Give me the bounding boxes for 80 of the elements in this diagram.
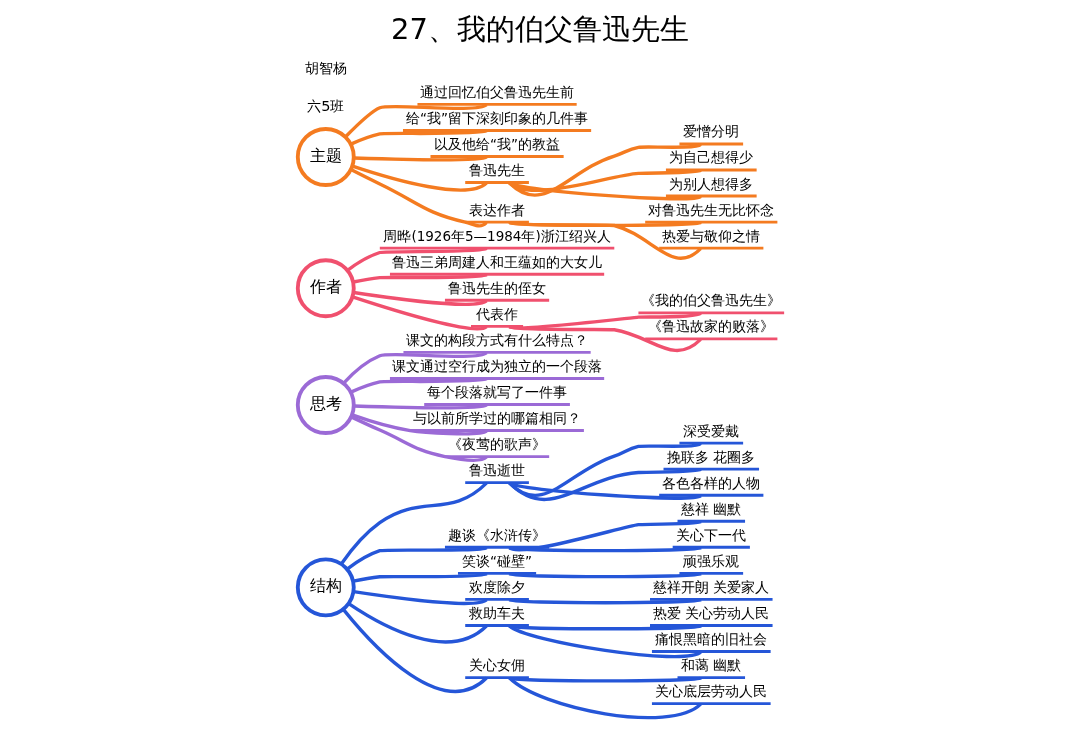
connector bbox=[352, 295, 488, 331]
node-text: 每个段落就写了一件事 bbox=[427, 383, 568, 400]
connector bbox=[508, 676, 702, 720]
connector bbox=[353, 403, 488, 410]
node-text: 和蔼 幽默 bbox=[681, 657, 742, 674]
node-text: 顽强乐观 bbox=[683, 552, 740, 569]
node-text: 《鲁迅故家的败落》 bbox=[648, 318, 775, 335]
node-circle: 作者 bbox=[295, 258, 356, 319]
node-text: 课文的构段方式有什么特点？ bbox=[406, 331, 589, 348]
node-text: 救助车夫 bbox=[469, 604, 526, 621]
connector bbox=[346, 546, 487, 571]
node-text: 鲁迅三弟周建人和王蕴如的大女儿 bbox=[392, 253, 603, 270]
diagram-title: 27、我的伯父鲁迅先生 bbox=[391, 12, 689, 47]
node-text: 对鲁迅先生无比怀念 bbox=[648, 201, 775, 218]
node-text: 热爱 关心劳动人民 bbox=[653, 604, 770, 621]
node-text: 代表作 bbox=[476, 305, 519, 322]
node-text: 各色各样的人物 bbox=[662, 474, 761, 491]
node-circle: 结构 bbox=[295, 557, 356, 618]
connector bbox=[347, 602, 488, 644]
node-text: 《我的伯父鲁迅先生》 bbox=[641, 292, 782, 309]
connector bbox=[353, 290, 488, 306]
node-text: 表达作者 bbox=[469, 201, 526, 218]
connector bbox=[350, 129, 487, 146]
node-text: 与以前所学过的哪篇相同？ bbox=[413, 410, 582, 427]
connector bbox=[508, 468, 702, 501]
node-text: 《夜莺的歌声》 bbox=[448, 436, 547, 453]
node-text: 爱憎分明 bbox=[683, 123, 740, 140]
node-text: 以及他给“我”的教益 bbox=[434, 135, 561, 152]
connector bbox=[351, 413, 488, 436]
connector bbox=[508, 168, 702, 192]
node-text: 笑谈“碰壁” bbox=[462, 552, 533, 569]
node-text: 痛恨黑暗的旧社会 bbox=[655, 631, 768, 647]
connector bbox=[509, 481, 702, 500]
label: 胡智杨 bbox=[304, 59, 347, 76]
node-text: 课文通过空行成为独立的一个段落 bbox=[392, 357, 603, 374]
node-text: 关心下一代 bbox=[676, 526, 747, 543]
node-text: 为别人想得多 bbox=[669, 175, 754, 192]
connector bbox=[344, 103, 488, 138]
connector bbox=[509, 221, 702, 260]
node-text: 鲁迅先生 bbox=[469, 162, 526, 179]
connector bbox=[509, 624, 701, 631]
connector bbox=[353, 273, 487, 284]
node-text: 关心底层劳动人民 bbox=[655, 683, 768, 700]
connector bbox=[509, 546, 701, 553]
connector bbox=[353, 572, 487, 583]
connector bbox=[342, 608, 488, 693]
connector bbox=[509, 181, 702, 201]
connector bbox=[509, 676, 701, 683]
node-text: 鲁迅先生的侄女 bbox=[448, 279, 547, 296]
node-text: 通过回忆伯父鲁迅先生前 bbox=[420, 83, 575, 100]
node-text: 热爱与敬仰之情 bbox=[662, 227, 761, 244]
connector bbox=[508, 624, 702, 659]
connector bbox=[342, 351, 488, 385]
node-text: 为自己想得少 bbox=[669, 149, 754, 166]
node-text: 挽联多 花圈多 bbox=[667, 448, 756, 465]
node-text: 慈祥开朗 关爱家人 bbox=[653, 578, 770, 595]
connector bbox=[508, 142, 702, 197]
connector bbox=[509, 598, 701, 605]
connector bbox=[350, 168, 488, 228]
node-circle: 主题 bbox=[295, 127, 356, 187]
connector bbox=[352, 164, 488, 192]
connector bbox=[350, 377, 487, 394]
connector bbox=[509, 325, 702, 352]
node-text: 周晔(1926年5—1984年)浙江绍兴人 bbox=[383, 227, 611, 244]
connector bbox=[350, 415, 488, 462]
node-text: 关心女佣 bbox=[469, 657, 526, 674]
connector bbox=[509, 520, 702, 552]
node-text: 深受爱戴 bbox=[683, 422, 740, 439]
connector bbox=[509, 572, 701, 579]
connector bbox=[346, 247, 487, 272]
connector bbox=[340, 481, 488, 565]
node-text: 鲁迅逝世 bbox=[469, 462, 526, 479]
node-text: 趣谈《水浒传》 bbox=[448, 526, 547, 543]
label: 六5班 bbox=[307, 98, 345, 115]
connector bbox=[353, 155, 488, 162]
node-text: 慈祥 幽默 bbox=[681, 500, 742, 517]
node-circle: 思考 bbox=[295, 375, 356, 435]
node-text: 给“我”留下深刻印象的几件事 bbox=[406, 109, 589, 126]
node-text: 欢度除夕 bbox=[469, 578, 526, 595]
connector bbox=[353, 589, 488, 606]
